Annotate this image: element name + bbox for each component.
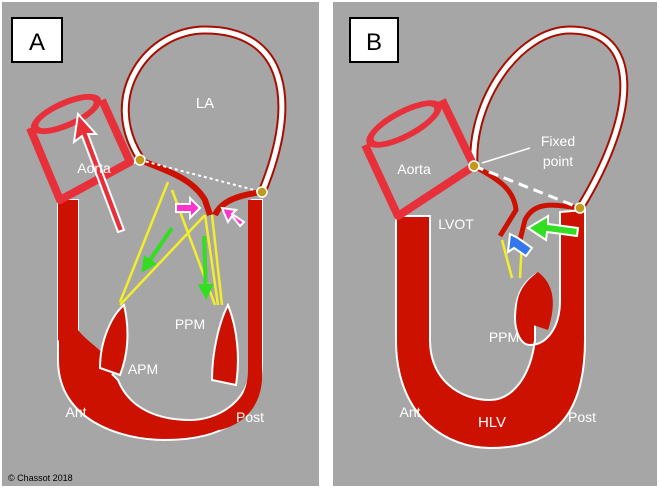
panel-b: B [333, 2, 657, 486]
annulus-dot-posterior [256, 186, 268, 198]
fixed-point-pointer [481, 147, 531, 164]
label-lvot: LVOT [438, 216, 474, 232]
fixed-point-dot [468, 160, 480, 172]
ppm-papillary-muscle [210, 302, 239, 387]
anterior-wall [58, 200, 115, 382]
apm-papillary-muscle [98, 303, 129, 377]
label-hlv: HLV [478, 414, 506, 431]
posterior-wall [215, 200, 262, 430]
label-ppm-a: PPM [175, 316, 205, 332]
label-post-b: Post [568, 409, 596, 425]
label-la: LA [196, 95, 214, 112]
green-arrow-center [197, 235, 214, 300]
panel-a: A [2, 2, 319, 486]
magenta-arrow-posterior [220, 206, 246, 228]
panel-b-letter: B [366, 29, 382, 56]
panel-b-letter-box: B [349, 17, 399, 63]
annulus-dot-anterior [134, 154, 146, 166]
label-apm: APM [128, 361, 158, 377]
aortic-flow-arrow [72, 111, 126, 234]
copyright: © Chassot 2018 [8, 473, 73, 483]
panel-a-letter-box: A [11, 17, 63, 63]
label-aorta-b: Aorta [397, 161, 431, 177]
label-post-a: Post [236, 409, 264, 425]
aorta-cylinder [26, 93, 134, 204]
hypertrophic-lv-wall [395, 208, 586, 450]
green-arrow-b [526, 214, 580, 242]
label-fixed-line2: point [543, 153, 573, 169]
label-aorta-a: Aorta [77, 160, 111, 176]
posterior-mitral-leaflet-b [517, 202, 581, 241]
left-atrium-wall-b-inner [471, 27, 627, 210]
label-ant-b: Ant [399, 404, 420, 420]
aorta-cylinder-b [361, 98, 478, 220]
left-atrium-wall-inner [122, 27, 285, 193]
label-fixed-line1: Fixed [541, 133, 575, 149]
panel-a-letter: A [29, 29, 45, 56]
label-ant-a: Ant [65, 404, 86, 420]
magenta-arrow-anterior [175, 195, 202, 221]
mitral-annulus-line-b [473, 164, 581, 210]
anterior-mitral-leaflet [138, 157, 213, 216]
green-arrow-left [141, 226, 174, 273]
annulus-dot-posterior-b [574, 202, 586, 214]
blue-arrow-b [506, 232, 534, 258]
label-ppm-b: PPM [489, 329, 519, 345]
ppm-papillary-muscle-b [516, 272, 553, 330]
